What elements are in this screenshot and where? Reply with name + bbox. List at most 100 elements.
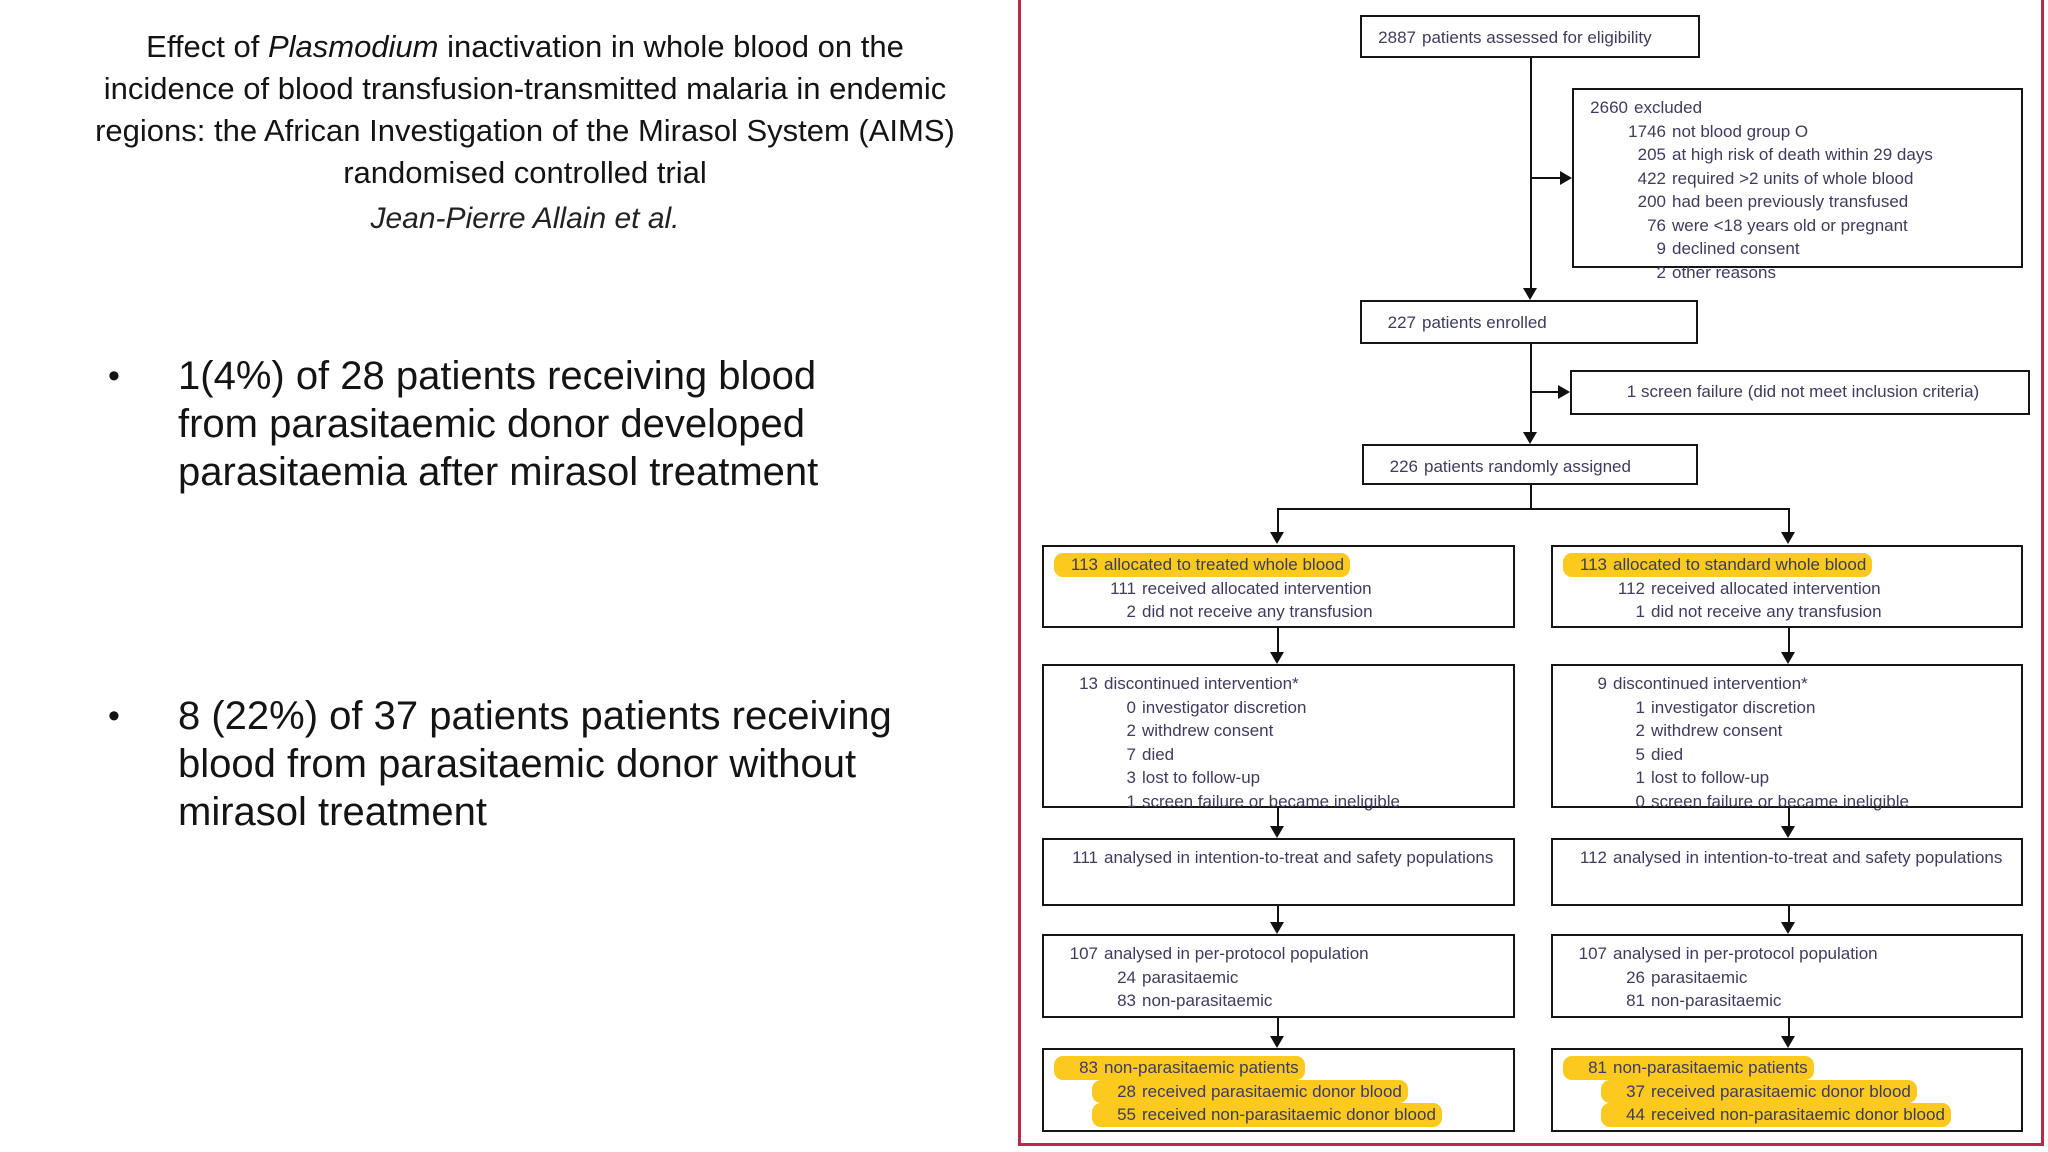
arrow-down-icon (1781, 1036, 1795, 1048)
line-text: did not receive any transfusion (1651, 602, 1882, 621)
connector-line (1530, 391, 1558, 393)
line-number: 2 (1635, 721, 1645, 740)
line-number: 2660 (1590, 98, 1628, 117)
arrow-right-icon (1560, 171, 1572, 185)
line-number: 83 (1117, 991, 1136, 1010)
connector-line (1530, 485, 1532, 510)
line-text: discontinued intervention* (1104, 674, 1299, 693)
line-number: 83 (1079, 1058, 1098, 1077)
connector-line (1277, 628, 1279, 653)
page-title: Effect of Plasmodium inactivation in who… (30, 26, 1020, 194)
arrow-down-icon (1523, 288, 1537, 300)
line-number: 37 (1626, 1081, 1645, 1101)
arrow-down-icon (1270, 532, 1284, 544)
line-number: 55 (1117, 1105, 1136, 1124)
line-text: received parasitaemic donor blood (1142, 1081, 1402, 1101)
line-number: 227 (1387, 313, 1416, 332)
line-text: received non-parasitaemic donor blood (1142, 1105, 1436, 1124)
bullet-text: 1(4%) of 28 patients receiving blood fro… (178, 354, 819, 494)
line-number: 1746 (1628, 121, 1666, 141)
flow-line: 1 did not receive any transfusion (1567, 600, 2013, 624)
line-number: 2 (1126, 602, 1136, 621)
connector-line (1277, 508, 1279, 533)
line-number: 1 (1126, 791, 1136, 811)
line-number: 107 (1578, 944, 1607, 963)
line-number: 7 (1126, 744, 1136, 764)
flow-line: 2887 patients assessed for eligibility (1376, 26, 1690, 50)
line-text: screen failure or became ineligible (1651, 791, 1909, 811)
line-text: discontinued intervention* (1613, 674, 1808, 693)
flow-line: 1 screen failure or became ineligible (1058, 790, 1505, 814)
connector-line (1530, 58, 1532, 289)
line-number: 9 (1597, 674, 1607, 693)
line-text: analysed in intention-to-treat and safet… (1613, 848, 2003, 867)
title-line: regions: the African Investigation of th… (95, 113, 955, 148)
flow-line: 55 received non-parasitaemic donor blood (1058, 1103, 1505, 1127)
arrow-down-icon (1781, 922, 1795, 934)
line-text: received allocated intervention (1142, 578, 1372, 598)
highlight: 55 received non-parasitaemic donor blood (1092, 1103, 1442, 1127)
line-text: parasitaemic (1142, 967, 1239, 987)
line-text: screen failure or became ineligible (1142, 791, 1400, 811)
line-number: 9 (1656, 239, 1666, 258)
line-text: investigator discretion (1142, 697, 1307, 717)
line-text: analysed in per-protocol population (1613, 944, 1878, 963)
line-content: 1 did not receive any transfusion (1601, 600, 2013, 624)
line-text: excluded (1634, 98, 1703, 117)
line-number: 81 (1626, 991, 1645, 1010)
line-number: 226 (1389, 457, 1418, 476)
line-number: 81 (1588, 1058, 1607, 1077)
title-line: incidence of blood transfusion-transmitt… (103, 71, 947, 106)
line-text: non-parasitaemic patients (1104, 1058, 1299, 1077)
line-text: did not receive any transfusion (1142, 602, 1373, 621)
title-line: randomised controlled trial (343, 155, 707, 190)
bullet-text: 8 (22%) of 37 patients patients receivin… (178, 694, 892, 834)
line-number: 28 (1117, 1081, 1136, 1101)
arrow-down-icon (1270, 826, 1284, 838)
line-text: patients assessed for eligibility (1422, 28, 1652, 47)
flow-line: 7 died (1058, 743, 1505, 767)
line-text: parasitaemic (1651, 967, 1748, 987)
line-text: other reasons (1672, 262, 1776, 282)
line-text: had been previously transfused (1672, 192, 1909, 211)
line-number: 205 (1637, 145, 1666, 164)
line-number: 113 (1579, 555, 1607, 574)
line-text: died (1142, 744, 1175, 764)
line-text: non-parasitaemic patients (1613, 1058, 1808, 1077)
box-assessed-eligibility: 2887 patients assessed for eligibility (1360, 15, 1700, 58)
line-content: 2 did not receive any transfusion (1092, 600, 1505, 624)
line-number: 1 (1635, 602, 1645, 621)
line-text: withdrew consent (1142, 721, 1274, 740)
line-text: died (1651, 744, 1684, 764)
line-content: 2660 excluded (1584, 96, 2013, 120)
flow-line: 9 discontinued intervention* (1567, 672, 2013, 696)
line-number: 2887 (1378, 28, 1416, 47)
flow-line: 107 analysed in per-protocol population (1567, 942, 2013, 966)
arrow-down-icon (1781, 652, 1795, 664)
